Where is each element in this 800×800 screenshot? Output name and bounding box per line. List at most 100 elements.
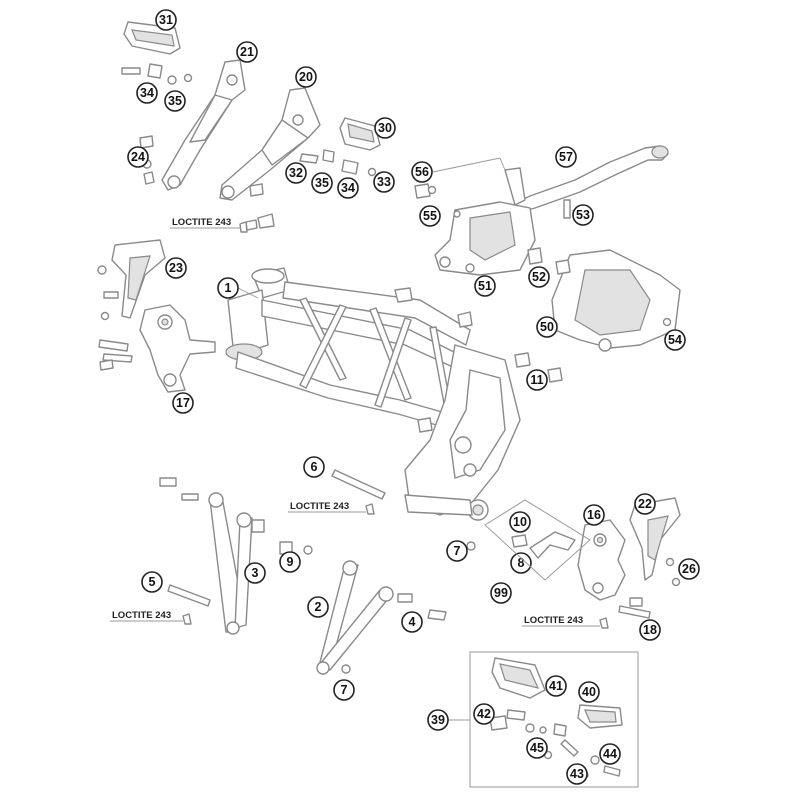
svg-text:44: 44 xyxy=(603,747,617,761)
callout-11: 11 xyxy=(526,369,548,391)
callout-8: 8 xyxy=(510,552,532,574)
callout-99: 99 xyxy=(490,582,512,604)
loctite-label-4: LOCTITE 243 xyxy=(522,615,609,629)
svg-text:23: 23 xyxy=(169,261,183,275)
small-hardware-lower-left xyxy=(159,469,476,674)
callout-35-right: 35 xyxy=(311,172,333,194)
svg-text:2: 2 xyxy=(315,600,322,614)
callout-33: 33 xyxy=(373,171,395,193)
svg-text:56: 56 xyxy=(415,165,429,179)
svg-text:5: 5 xyxy=(149,575,156,589)
svg-text:41: 41 xyxy=(549,679,563,693)
svg-text:43: 43 xyxy=(570,767,584,781)
callout-41: 41 xyxy=(545,675,567,697)
svg-text:10: 10 xyxy=(513,515,527,529)
callout-21: 21 xyxy=(236,41,258,63)
svg-text:57: 57 xyxy=(559,150,573,164)
svg-text:3: 3 xyxy=(252,566,259,580)
foot-control-17 xyxy=(139,304,216,393)
small-hardware-right xyxy=(414,183,672,383)
airbox-50 xyxy=(551,249,681,352)
svg-text:6: 6 xyxy=(311,460,318,474)
loctite-text: LOCTITE 243 xyxy=(524,615,583,626)
svg-text:18: 18 xyxy=(643,623,657,637)
loctite-label-2: LOCTITE 243 xyxy=(288,501,375,515)
callout-26: 26 xyxy=(678,558,700,580)
callout-32: 32 xyxy=(285,162,307,184)
svg-text:20: 20 xyxy=(299,70,313,84)
callout-55: 55 xyxy=(419,205,441,227)
callout-34-right: 34 xyxy=(337,177,359,199)
callout-34: 34 xyxy=(136,82,158,104)
svg-text:34: 34 xyxy=(140,86,154,100)
small-hardware-left xyxy=(97,265,133,371)
svg-text:54: 54 xyxy=(668,333,682,347)
callout-10: 10 xyxy=(509,511,531,533)
group-99-outline xyxy=(484,499,591,581)
loctite-text: LOCTITE 243 xyxy=(112,610,171,621)
callout-42: 42 xyxy=(473,703,495,725)
callout-7: 7 xyxy=(446,540,468,562)
footpeg-30 xyxy=(339,117,381,151)
callout-18: 18 xyxy=(639,619,661,641)
callout-6: 6 xyxy=(303,456,325,478)
svg-text:30: 30 xyxy=(378,121,392,135)
svg-text:55: 55 xyxy=(423,209,437,223)
pipe-57 xyxy=(504,145,669,213)
callout-24: 24 xyxy=(127,146,149,168)
callout-50: 50 xyxy=(536,316,558,338)
callout-16: 16 xyxy=(583,504,605,526)
bracket-51 xyxy=(434,201,536,276)
svg-text:99: 99 xyxy=(494,586,508,600)
small-hardware-lower-right xyxy=(511,534,681,619)
svg-text:17: 17 xyxy=(176,396,190,410)
loctite-text: LOCTITE 243 xyxy=(172,217,231,228)
callout-20: 20 xyxy=(295,66,317,88)
callout-1: 1 xyxy=(217,277,259,299)
callout-9: 9 xyxy=(279,551,301,573)
inset-box-39 xyxy=(469,651,639,788)
loctite-label-3: LOCTITE 243 xyxy=(110,610,192,625)
svg-text:39: 39 xyxy=(431,713,445,727)
callout-51: 51 xyxy=(474,275,496,297)
callout-43: 43 xyxy=(566,763,588,785)
svg-text:22: 22 xyxy=(638,497,652,511)
callout-3: 3 xyxy=(244,562,266,584)
svg-text:9: 9 xyxy=(287,555,294,569)
svg-text:52: 52 xyxy=(532,270,546,284)
svg-text:1: 1 xyxy=(225,281,232,295)
callout-52: 52 xyxy=(528,266,550,288)
svg-text:34: 34 xyxy=(341,181,355,195)
bracket-22 xyxy=(629,497,681,581)
svg-text:7: 7 xyxy=(454,544,461,558)
callout-31: 31 xyxy=(155,9,177,31)
callout-56: 56 xyxy=(411,157,506,183)
svg-text:4: 4 xyxy=(409,615,416,629)
svg-text:50: 50 xyxy=(540,320,554,334)
svg-text:11: 11 xyxy=(530,373,543,387)
svg-text:45: 45 xyxy=(530,741,544,755)
callout-44: 44 xyxy=(599,743,621,765)
strut-2 xyxy=(316,560,394,675)
bracket-23 xyxy=(111,239,166,319)
svg-text:31: 31 xyxy=(159,13,173,27)
callout-30: 30 xyxy=(374,117,396,139)
callouts: 1 2 3 4 5 6 7 7 8 9 10 11 16 17 18 20 21… xyxy=(127,9,700,785)
svg-text:24: 24 xyxy=(131,150,145,164)
callout-23: 23 xyxy=(165,257,187,279)
callout-40: 40 xyxy=(578,681,600,703)
small-hardware-top xyxy=(121,63,377,231)
loctite-text: LOCTITE 243 xyxy=(290,501,349,512)
callout-7-lower: 7 xyxy=(333,679,355,701)
callout-39: 39 xyxy=(427,709,470,731)
callout-45: 45 xyxy=(526,737,548,759)
strut-3 xyxy=(208,492,253,635)
callout-17: 17 xyxy=(172,392,194,414)
svg-text:35: 35 xyxy=(168,94,182,108)
callout-5: 5 xyxy=(141,571,163,593)
main-frame xyxy=(225,267,521,521)
callout-4: 4 xyxy=(401,611,423,633)
chain-guide-8 xyxy=(529,531,576,559)
callout-35: 35 xyxy=(164,90,186,112)
svg-text:32: 32 xyxy=(289,166,303,180)
